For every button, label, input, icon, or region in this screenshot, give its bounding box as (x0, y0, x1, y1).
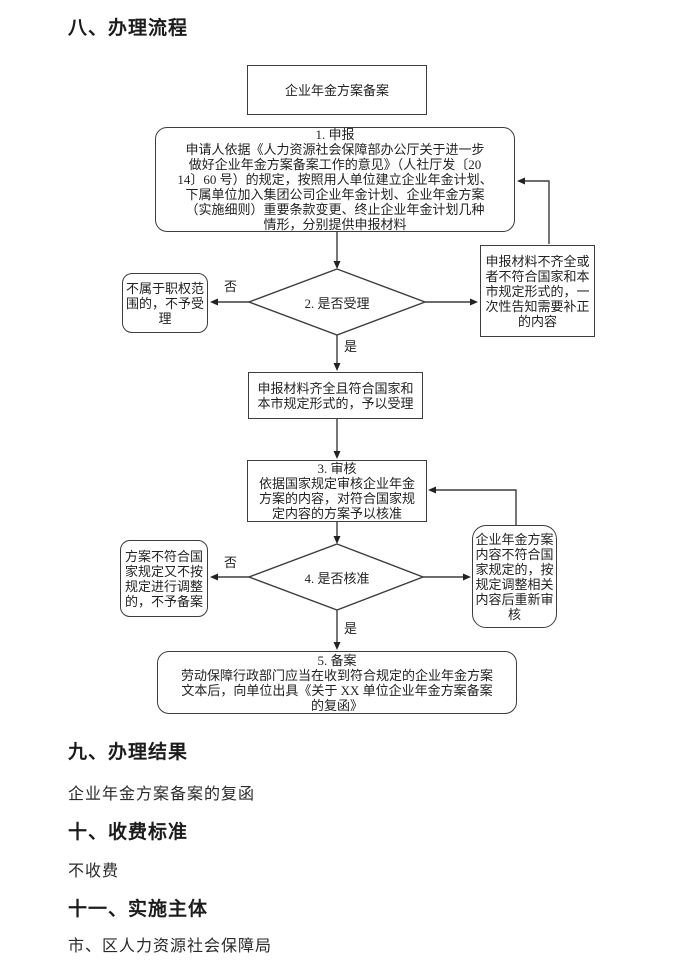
decision4-diamond (247, 543, 425, 611)
reject2-box: 不属于职权范 围的，不予受 理 (122, 273, 208, 333)
decision4-no-label: 否 (224, 555, 238, 570)
supplement-notice-box: 申报材料不齐全或 者不符合国家和本 市规定形式的，一 次性告知需要补正 的内容 (480, 245, 595, 337)
section9-body: 企业年金方案备案的复函 (68, 786, 256, 803)
accept-box: 申报材料齐全且符合国家和 本市规定形式的，予以受理 (248, 372, 423, 419)
decision2-label: 2. 是否受理 (304, 295, 370, 311)
section10-heading: 十、收费标准 (68, 822, 189, 843)
reject4-box: 方案不符合国 家规定又不按 规定进行调整 的，不予备案 (120, 540, 208, 617)
section9-heading: 九、办理结果 (68, 742, 189, 763)
connector-supplement-back-to-step1 (517, 177, 550, 244)
decision4-label: 4. 是否核准 (304, 570, 370, 586)
section11-heading: 十一、实施主体 (68, 899, 209, 920)
decision2-no-label: 否 (224, 279, 238, 294)
start-box: 企业年金方案备案 (247, 65, 427, 115)
decision4-yes-label: 是 (344, 621, 358, 636)
step1-declare-box: 1. 申报 申请人依据《人力资源社会保障部办公厅关于进一步 做好企业年金方案备案… (155, 127, 515, 232)
decision2-diamond (247, 268, 427, 336)
step3-review-box: 3. 审核 依据国家规定审核企业年金 方案的内容，对符合国家规 定内容的方案予以… (247, 460, 427, 522)
readjust-box: 企业年金方案 内容不符合国 家规定的，按 规定调整相关 内容后重新审 核 (472, 525, 557, 628)
connector-readjust-back-to-step3 (428, 486, 517, 525)
section11-body: 市、区人力资源社会保障局 (68, 938, 273, 955)
step5-record-box: 5. 备案 劳动保障行政部门应当在收到符合规定的企业年金方案 文本后，向单位出具… (157, 651, 517, 714)
section8-heading: 八、办理流程 (68, 18, 189, 39)
decision2-yes-label: 是 (344, 339, 358, 354)
section10-body: 不收费 (68, 863, 120, 880)
